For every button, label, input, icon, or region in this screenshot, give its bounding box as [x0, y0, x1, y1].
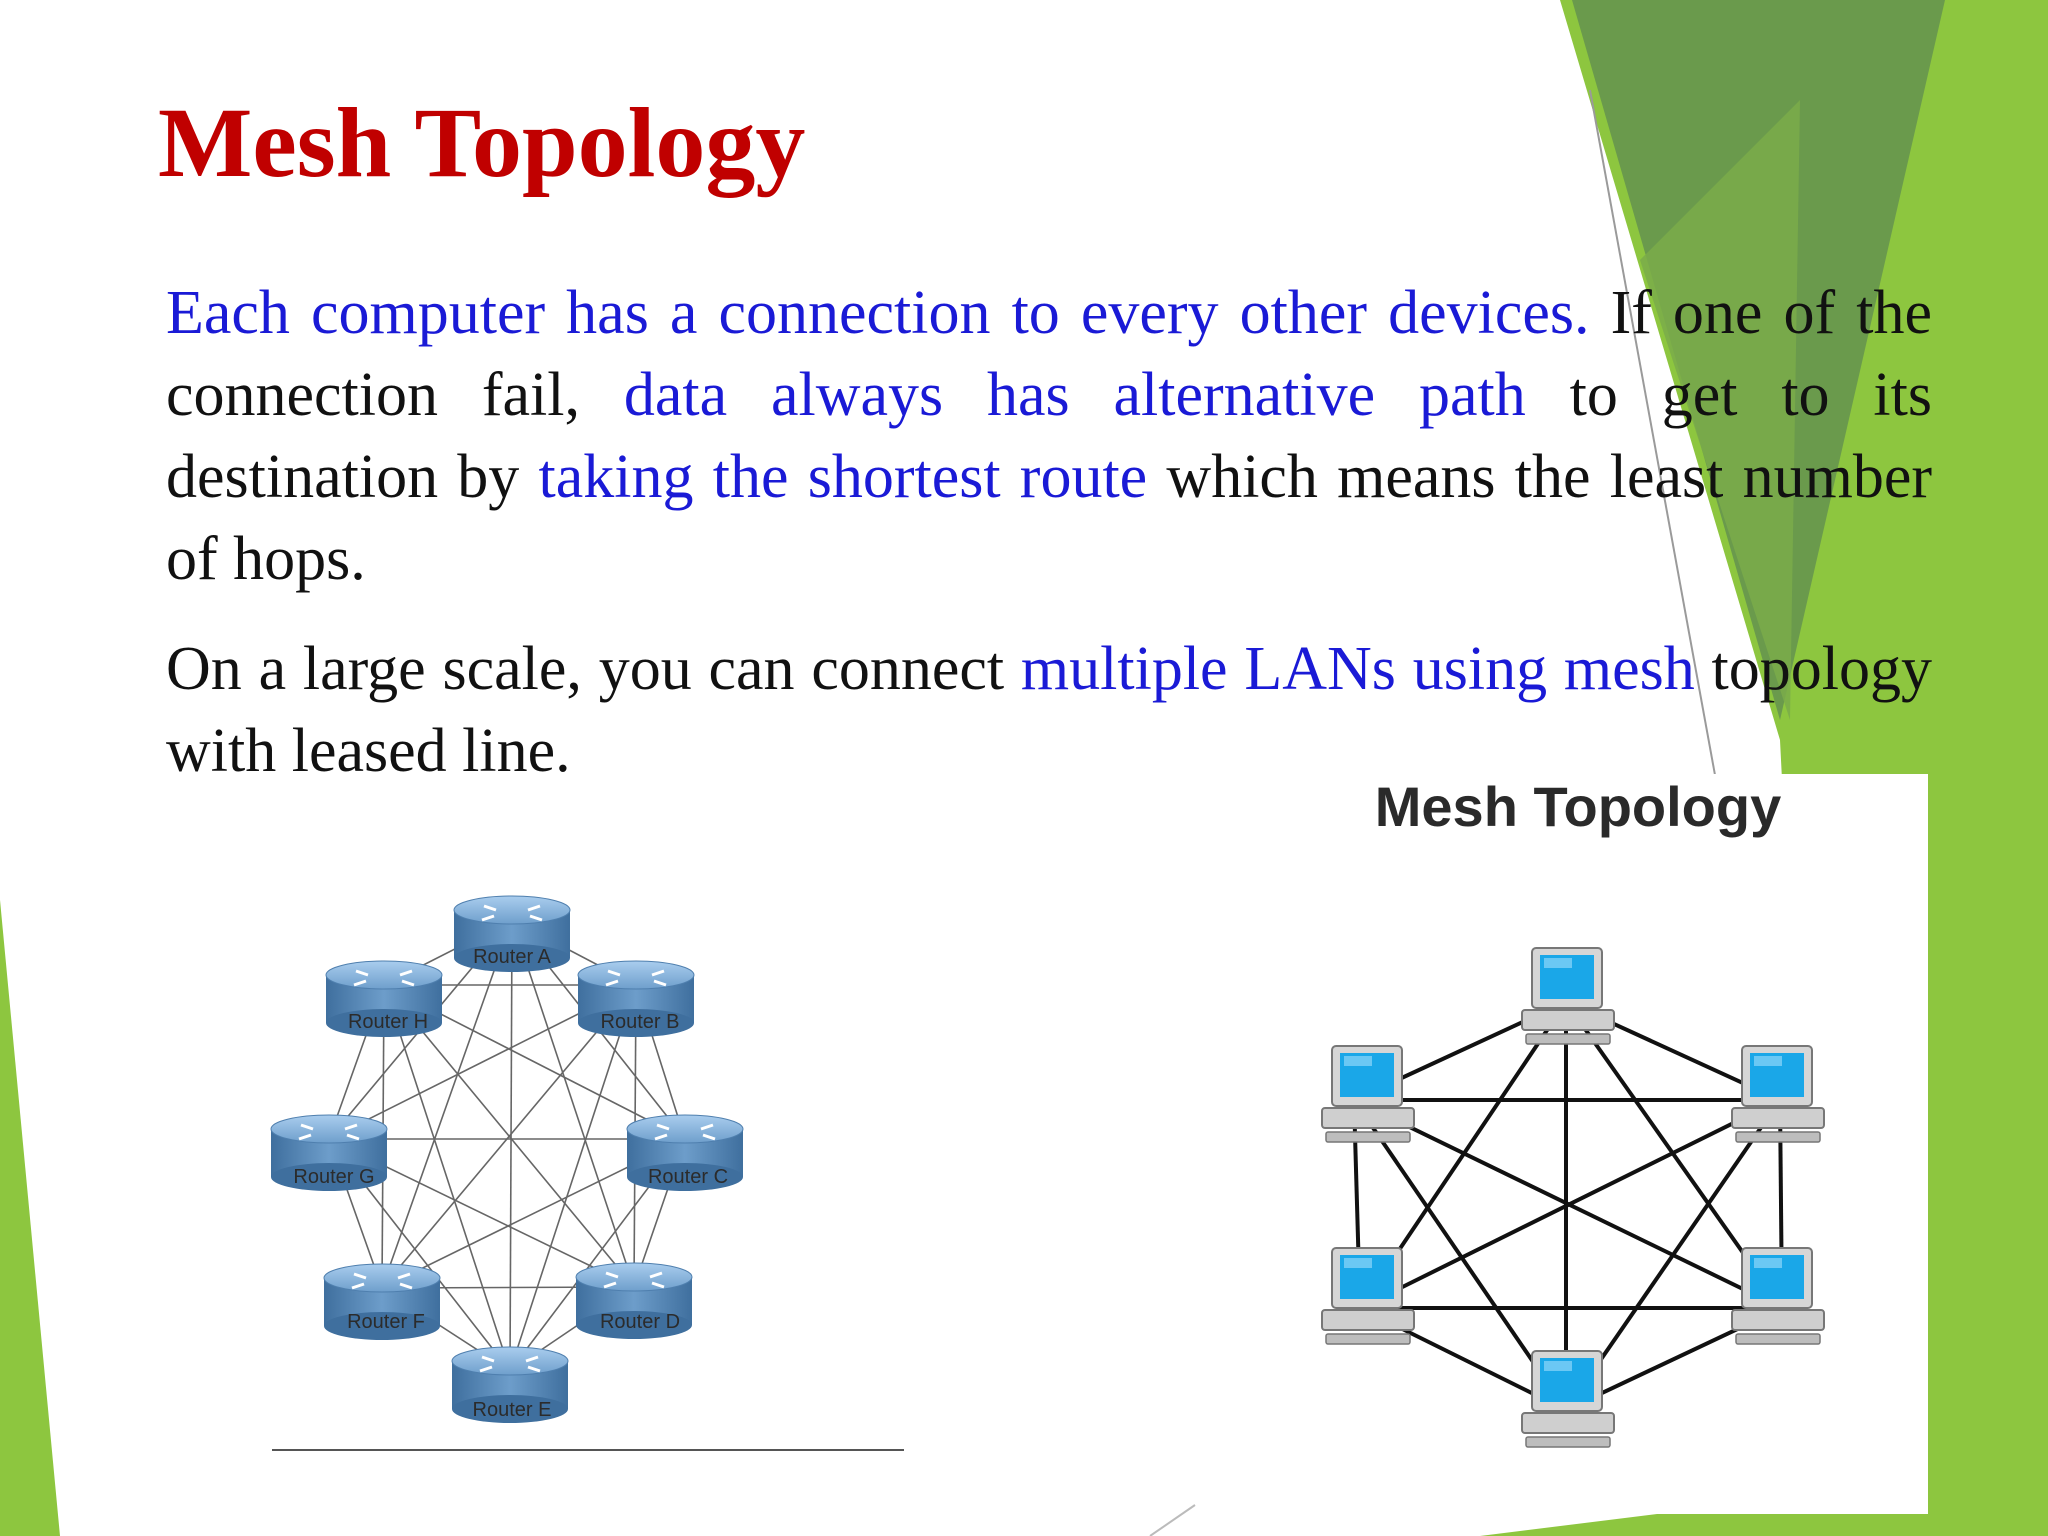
router-base: [578, 1009, 694, 1037]
router-arrows-icon: [654, 1123, 716, 1141]
pc-link: [1359, 1098, 1781, 1310]
highlight-alternative-path: data always has alternative path: [623, 361, 1526, 429]
green-accent-right-mid: [1640, 100, 1800, 720]
router-top: [453, 895, 571, 925]
computer-case: [1731, 1309, 1825, 1331]
keyboard: [1735, 1131, 1821, 1143]
highlight-each-computer: Each computer has a connection to every …: [166, 279, 1590, 347]
router-arrows-icon: [603, 1271, 665, 1289]
router-link: [509, 984, 637, 1372]
router-base: [452, 1395, 568, 1423]
router-top: [626, 1114, 744, 1144]
router-label: Router D: [600, 1311, 680, 1333]
computer-icon: [1521, 1350, 1615, 1448]
router-f: Router F: [323, 1263, 441, 1340]
computer-icon: [1321, 1247, 1415, 1345]
pc-nodes: [1321, 947, 1825, 1448]
pc-links: [1352, 1000, 1784, 1412]
router-link: [381, 919, 513, 1289]
text-least-hops: which means the least number of hops.: [166, 443, 1932, 593]
text-to-destination: to get to its destination by: [166, 361, 1932, 511]
computer-case: [1321, 1309, 1415, 1331]
router-arrows-icon: [481, 904, 543, 922]
pc-mesh-diagram: Mesh Topology: [1321, 775, 1825, 1448]
router-g: Router G: [270, 1114, 388, 1191]
green-accent-left: [0, 900, 60, 1536]
keyboard: [1735, 1333, 1821, 1345]
router-top: [577, 960, 695, 990]
pc-mesh-panel: Mesh Topology: [1268, 774, 1928, 1514]
router-c: Router C: [626, 1114, 744, 1191]
router-label: Router F: [347, 1311, 425, 1333]
computer-case: [1731, 1107, 1825, 1129]
computer-case: [1321, 1107, 1415, 1129]
text-large-scale: On a large scale, you can connect: [166, 635, 1021, 703]
computer-icon: [1321, 1045, 1415, 1143]
keyboard: [1325, 1131, 1411, 1143]
router-base: [576, 1311, 692, 1339]
router-h: Router H: [325, 960, 443, 1037]
accent-line-bottom: [1149, 1504, 1196, 1536]
accent-line: [1589, 89, 1716, 776]
slide-title: Mesh Topology: [158, 87, 806, 198]
router-arrows-icon: [479, 1355, 541, 1373]
router-base: [627, 1163, 743, 1191]
paragraph-mesh-description: Each computer has a connection to every …: [166, 272, 1932, 600]
pc-diagram-title: Mesh Topology: [1375, 775, 1782, 838]
router-base: [454, 944, 570, 972]
router-top: [325, 960, 443, 990]
computer-icon: [1731, 1247, 1825, 1345]
router-link: [509, 919, 513, 1372]
router-base: [326, 1009, 442, 1037]
pc-link: [1352, 1098, 1568, 1412]
router-label: Router C: [648, 1166, 728, 1188]
router-b: Router B: [577, 960, 695, 1037]
computer-icon: [1731, 1045, 1825, 1143]
router-arrows-icon: [605, 969, 667, 987]
router-link: [383, 984, 511, 1372]
keyboard: [1525, 1436, 1611, 1448]
router-label: Router A: [473, 946, 551, 968]
keyboard: [1325, 1333, 1411, 1345]
router-top: [270, 1114, 388, 1144]
router-top: [575, 1262, 693, 1292]
router-nodes: Router A Router B Router C Router D Router E…: [270, 895, 744, 1423]
router-base: [324, 1312, 440, 1340]
highlight-shortest-route: taking the shortest route: [538, 443, 1148, 511]
text-connection-fail: If one of the connection fail,: [166, 279, 1932, 429]
router-arrows-icon: [298, 1123, 360, 1141]
keyboard: [1525, 1033, 1611, 1045]
router-base: [271, 1163, 387, 1191]
text-leased-line: topology with leased line.: [166, 635, 1933, 785]
computer-case: [1521, 1009, 1615, 1031]
router-label: Router G: [293, 1166, 374, 1188]
router-link: [511, 919, 635, 1288]
router-arrows-icon: [351, 1272, 413, 1290]
computer-case: [1521, 1412, 1615, 1434]
router-label: Router H: [348, 1011, 428, 1033]
router-label: Router B: [601, 1011, 680, 1033]
router-top: [323, 1263, 441, 1293]
router-top: [451, 1346, 569, 1376]
computer-icon: [1521, 947, 1615, 1045]
router-d: Router D: [575, 1262, 693, 1339]
router-mesh-diagram: Router A Router B Router C Router D Router E…: [270, 895, 904, 1451]
router-label: Router E: [473, 1399, 552, 1421]
router-arrows-icon: [353, 969, 415, 987]
router-link: [383, 984, 635, 1288]
highlight-multiple-lans: multiple LANs using mesh: [1020, 635, 1695, 703]
router-a: Router A: [453, 895, 571, 972]
paragraph-large-scale: On a large scale, you can connect multip…: [166, 628, 1932, 792]
router-e: Router E: [451, 1346, 569, 1423]
